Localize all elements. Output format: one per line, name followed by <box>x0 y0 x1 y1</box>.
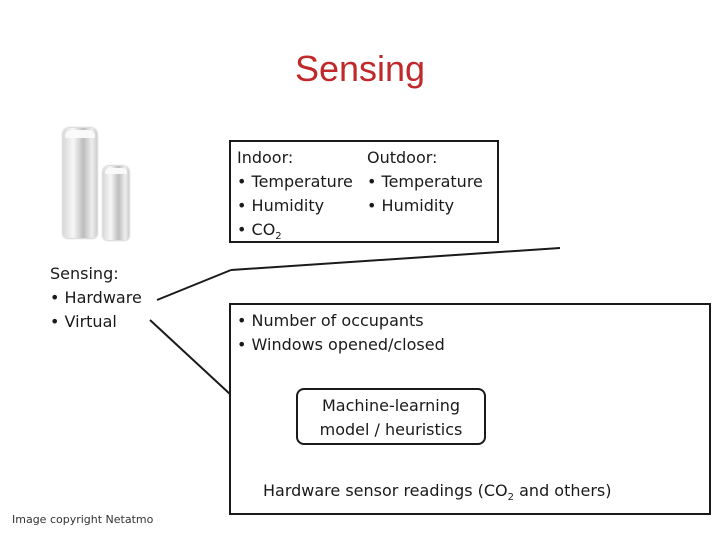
line-to-virtual-box <box>149 319 232 396</box>
indoor-outdoor-box: Indoor: • Temperature • Humidity • CO2 O… <box>229 140 499 243</box>
indoor-station <box>63 128 97 238</box>
ml-model-line1: Machine-learning <box>321 396 461 415</box>
outdoor-module <box>103 166 129 240</box>
outdoor-heading: Outdoor: <box>367 148 438 167</box>
image-copyright: Image copyright Netatmo <box>12 513 154 526</box>
virtual-list: • Number of occupants • Windows opened/c… <box>237 309 445 357</box>
virtual-item-occupants: • Number of occupants <box>237 311 424 330</box>
virtual-item-windows: • Windows opened/closed <box>237 335 445 354</box>
ml-model-line2: model / heuristics <box>319 420 463 439</box>
indoor-list: Indoor: • Temperature • Humidity • CO2 <box>237 146 353 245</box>
indoor-heading: Indoor: <box>237 148 294 167</box>
sensing-item-hardware: • Hardware <box>50 288 142 307</box>
page-title: Sensing <box>294 48 426 89</box>
sensing-callout: Sensing: • Hardware • Virtual <box>50 262 142 334</box>
line-to-indoor-box <box>156 269 232 301</box>
outdoor-item-humidity: • Humidity <box>367 196 455 215</box>
outdoor-list: Outdoor: • Temperature • Humidity <box>367 146 483 218</box>
indoor-item-co2: • CO2 <box>237 220 282 242</box>
sensing-item-virtual: • Virtual <box>50 312 117 331</box>
ml-model-box: Machine-learning model / heuristics <box>296 388 486 445</box>
line-indoor-box-bottom <box>230 247 561 271</box>
hardware-readings-label: Hardware sensor readings (CO2 and others… <box>263 481 612 503</box>
indoor-item-humidity: • Humidity <box>237 196 325 215</box>
indoor-item-temperature: • Temperature <box>237 172 353 191</box>
netatmo-device-image <box>55 128 145 246</box>
outdoor-item-temperature: • Temperature <box>367 172 483 191</box>
sensing-heading: Sensing: <box>50 264 119 283</box>
